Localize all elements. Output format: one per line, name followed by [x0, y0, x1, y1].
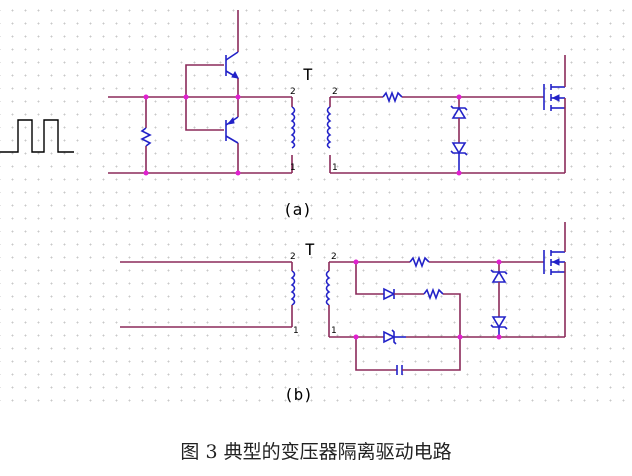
svg-text:2: 2	[332, 87, 338, 97]
resistor-icon	[140, 127, 152, 147]
diode-icon	[383, 287, 396, 301]
resistor-icon	[382, 90, 403, 104]
mosfet-icon	[543, 250, 565, 275]
circuit-b: 2 1 T 2 1	[120, 222, 566, 404]
svg-text:1: 1	[331, 326, 337, 336]
zener-diode-icon	[450, 105, 468, 119]
transformer-label-a: T	[303, 65, 313, 84]
svg-text:2: 2	[290, 87, 296, 97]
mosfet-icon	[543, 84, 565, 111]
square-wave-icon	[0, 119, 74, 153]
zener-diode-icon	[490, 269, 508, 283]
svg-text:2: 2	[290, 252, 296, 262]
circuit-a: 2 1 T 2 1	[108, 10, 566, 219]
schematic-svg: 2 1 T 2 1	[0, 10, 566, 404]
capacitor-icon	[396, 365, 403, 375]
svg-text:1: 1	[332, 163, 338, 173]
pnp-transistor-icon	[225, 116, 239, 144]
figure-caption: 图 3 典型的变压器隔离驱动电路	[180, 441, 452, 463]
transformer-label-b: T	[305, 240, 315, 259]
svg-text:1: 1	[293, 326, 299, 336]
secondary-coil-icon	[325, 270, 331, 306]
primary-coil-icon	[290, 270, 296, 306]
resistor-icon	[423, 287, 444, 301]
resistor-icon	[409, 255, 430, 269]
label-a: (a)	[283, 200, 312, 219]
label-b: (b)	[284, 385, 313, 404]
schematic-canvas: 2 1 T 2 1	[0, 0, 632, 410]
primary-coil-icon	[290, 106, 296, 149]
npn-transistor-icon	[225, 51, 239, 79]
svg-text:2: 2	[331, 252, 337, 262]
secondary-coil-icon	[326, 106, 332, 149]
svg-text:1: 1	[290, 163, 296, 173]
